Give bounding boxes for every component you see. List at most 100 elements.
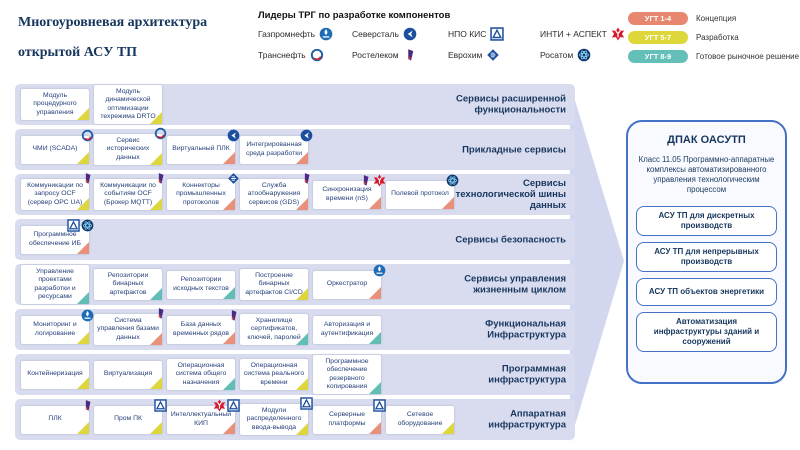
status-corner-concept — [369, 421, 381, 434]
component-card: Коннекторы промышленных протоколов — [167, 173, 239, 210]
status-corner-development — [442, 421, 454, 434]
dpak-panel: ДПАК ОАСУТП Класс 11.05 Программно-аппар… — [626, 120, 787, 384]
component-label: Управление проектами разработки и ресурс… — [34, 268, 76, 300]
status-corner-development — [150, 376, 162, 389]
layer-label: Программная инфраструктура — [488, 363, 566, 386]
component-label: Коннекторы промышленных протоколов — [176, 182, 226, 206]
component-card: Оркестратор — [313, 264, 386, 299]
layer-label: Сервисы расширенной функциональности — [456, 93, 566, 116]
status-corner-development — [77, 331, 89, 344]
dpak-product: АСУ ТП для дискретных производств — [636, 205, 777, 236]
inti-aspekt-logo-icon — [213, 399, 226, 412]
layer-lifecycle-services: Управление проектами разработки и ресурс… — [15, 264, 575, 305]
component-label: Служба атообнаружения сервисов (GDS) — [247, 182, 301, 206]
component-logos — [359, 174, 386, 187]
component-card: Сервис исторических данных — [94, 128, 167, 165]
status-corner-market — [150, 287, 162, 300]
layer-data-bus-services: Коммуникации по запросу OCF (сервер OPC … — [15, 172, 575, 215]
status-corner-market — [296, 332, 308, 345]
layer-cards: Коммуникации по запросу OCF (сервер OPC … — [21, 172, 459, 215]
status-corner-market — [369, 381, 381, 394]
gazpromneft-logo-icon — [81, 309, 94, 322]
component-logos — [81, 399, 94, 412]
component-label: Мониторинг и логирование — [33, 321, 77, 337]
status-corner-development — [150, 152, 162, 165]
npo-kis-logo-icon — [227, 398, 240, 412]
component-logos — [154, 307, 167, 320]
gazpromneft-logo-icon — [373, 264, 386, 277]
rosatom-logo-icon — [446, 174, 459, 187]
transneft-logo-icon — [310, 48, 324, 62]
component-logos — [373, 398, 386, 412]
component-card: Модуль динамической оптимизации техрежим… — [94, 85, 162, 124]
component-logos — [446, 174, 459, 187]
status-corner-concept — [223, 197, 235, 210]
trg-leader-gazpromneft: Газпромнефть — [258, 27, 352, 41]
component-card: Программное обеспечение ИБ — [21, 218, 94, 254]
npo-kis-logo-icon — [300, 397, 313, 411]
component-label: Сервис исторических данных — [106, 137, 150, 161]
component-logos — [154, 127, 167, 140]
status-corner-market — [77, 291, 89, 304]
eurochem-logo-icon — [486, 48, 500, 62]
status-corner-development — [77, 197, 89, 210]
ugt-label: Разработка — [696, 33, 739, 42]
company-name: НПО КИС — [448, 29, 487, 39]
npo-kis-logo-icon — [490, 27, 505, 41]
page-title-line2: открытой АСУ ТП — [18, 45, 138, 60]
component-card: Авторизация и аутентификация — [313, 315, 381, 344]
company-name: Транснефть — [258, 50, 306, 60]
rostelecom-logo-icon — [81, 399, 94, 412]
trg-leader-npo-kis: НПО КИС — [448, 27, 540, 41]
component-label: Синхронизация времени (nS) — [322, 186, 372, 202]
ugt-badge: УГТ 8-9 — [628, 50, 688, 63]
component-logos — [300, 172, 313, 185]
rostelecom-logo-icon — [227, 309, 240, 322]
rostelecom-logo-icon — [300, 172, 313, 185]
component-label: Коммуникации по запросу OCF (сервер OPC … — [27, 182, 83, 206]
flow-arrow — [570, 84, 624, 442]
status-corner-development — [77, 107, 89, 120]
component-label: Пром ПК — [114, 415, 142, 423]
component-label: Репозитории исходных текстов — [173, 276, 229, 292]
status-corner-concept — [369, 196, 381, 209]
trg-leader-eurochem: Еврохим — [448, 48, 540, 62]
status-corner-development — [77, 421, 89, 434]
rosatom-logo-icon — [81, 219, 94, 232]
component-label: ПЛК — [48, 415, 62, 423]
company-name: Еврохим — [448, 50, 483, 60]
layer-hardware-infrastructure: ПЛК Пром ПК Интеллектуальный КИП Модули рас… — [15, 397, 575, 440]
component-card: Операционная система реального времени — [240, 359, 308, 390]
component-label: Контейнеризация — [27, 370, 83, 378]
component-logos — [67, 218, 94, 232]
trg-leader-severstal: Северсталь — [352, 27, 448, 41]
status-corner-development — [296, 287, 308, 300]
component-card: Виртуализация — [94, 360, 162, 389]
rostelecom-logo-icon — [403, 48, 417, 62]
status-corner-concept — [296, 151, 308, 164]
dpak-product: АСУ ТП для непрерывных производств — [636, 241, 777, 272]
layer-cards: Программное обеспечение ИБ — [21, 218, 94, 260]
status-corner-market — [369, 331, 381, 344]
component-logos — [227, 129, 240, 142]
component-card: Операционная система общего назначения — [167, 359, 235, 390]
component-label: Оркестратор — [326, 280, 368, 288]
component-card: Модули распределенного ввода-вывода — [240, 397, 313, 435]
component-card: Коммуникации по событиям OCF (Брокер MQT… — [94, 173, 164, 210]
component-logos — [213, 398, 240, 412]
layer-label: Прикладные сервисы — [462, 143, 566, 155]
component-label: Интеллектуальный КИП — [170, 411, 232, 427]
gazpromneft-logo-icon — [319, 27, 333, 41]
trg-leader-inti-aspekt: ИНТИ + АСПЕКТ — [540, 27, 660, 41]
status-corner-market — [223, 377, 235, 390]
